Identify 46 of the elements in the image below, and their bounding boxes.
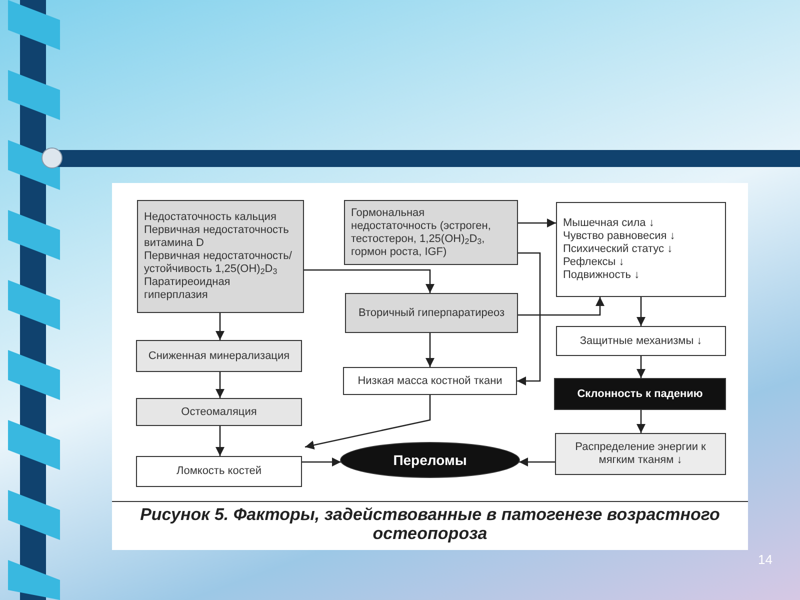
node-text: Недостаточность кальция <box>144 211 276 224</box>
node-text: Вторичный гиперпаратиреоз <box>358 306 505 320</box>
arrow <box>215 426 225 456</box>
arrow <box>425 333 435 367</box>
factor-box <box>344 200 518 265</box>
arrow <box>636 297 646 326</box>
process-box <box>136 340 302 372</box>
node-text: Склонность к падению <box>577 388 703 400</box>
node-text: Распределение энергии к мягким тканям ↓ <box>574 441 707 467</box>
node-text: Мышечная сила ↓ <box>563 217 654 230</box>
node-text: Низкая масса костной ткани <box>358 374 502 388</box>
node-text: Защитные механизмы ↓ <box>580 334 702 348</box>
arrow <box>519 457 555 467</box>
slide-number: 14 <box>758 552 772 567</box>
arrow <box>636 410 646 433</box>
factor-box <box>556 202 726 297</box>
arrow <box>517 252 541 386</box>
arrow <box>215 313 225 340</box>
process-box <box>555 433 726 475</box>
node-text: Сниженная минерализация <box>148 350 290 362</box>
node-text: Остеомаляция <box>181 406 257 418</box>
arrow <box>636 356 646 378</box>
node-text: Гормональная недостаточность (эстроген, тестостерон, 1,25(OH)$_{2}$D$_{3}$, гормон роста, IGF) <box>351 206 492 258</box>
arrow <box>518 297 605 316</box>
figure-caption: Рисунок 5. Факторы, задействованные в патогенезе возрастного остеопороза <box>139 505 721 543</box>
node-text: Рефлексы ↓ <box>563 256 624 269</box>
node-text: Переломы <box>393 454 467 466</box>
process-box <box>136 456 302 487</box>
node-text: Психический статус ↓ <box>563 243 673 256</box>
node-text: Чувство равновесия ↓ <box>563 230 676 243</box>
arrow <box>302 457 341 467</box>
process-box <box>345 293 518 333</box>
arrow <box>304 269 435 293</box>
node-text: Ломкость костей <box>176 465 262 478</box>
process-box <box>343 367 517 395</box>
highlight-box <box>554 378 726 410</box>
node-text: Первичная недостаточность витамина D <box>144 224 290 250</box>
node-text: Первичная недостаточность/устойчивость 1,25(OH)$_{2}$D$_{3}$ <box>144 250 293 276</box>
node-text: Паратиреоидная гиперплазия <box>144 276 232 302</box>
node-text: Подвижность ↓ <box>563 269 640 282</box>
factor-box <box>137 200 304 313</box>
arrow <box>518 218 556 228</box>
arrow <box>215 372 225 398</box>
arrow <box>304 395 431 450</box>
process-box <box>556 326 726 356</box>
process-box <box>136 398 302 426</box>
